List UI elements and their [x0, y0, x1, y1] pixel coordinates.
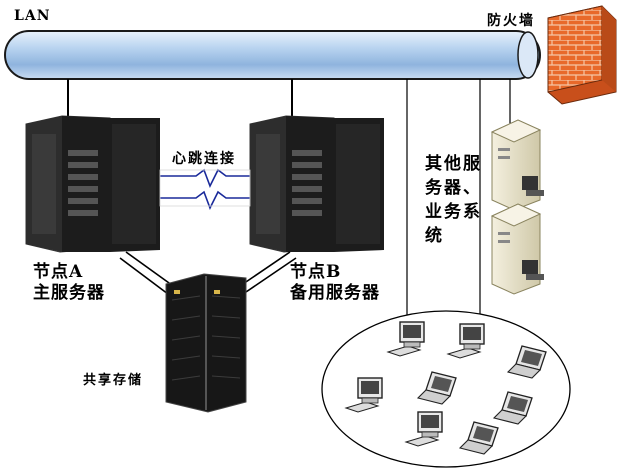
- storage-links: [119, 251, 297, 295]
- firewall-label: 防火墙: [487, 13, 535, 29]
- lan-label: LAN: [14, 8, 51, 24]
- tower-server-2: [490, 203, 544, 295]
- client-computers: [344, 321, 547, 455]
- shared-storage-label: 共享存储: [83, 373, 144, 388]
- node-b-role: 备用服务器: [290, 283, 380, 303]
- node-a-label: 节点A 主服务器: [33, 262, 105, 304]
- server-node-a: [25, 115, 160, 253]
- node-b-label: 节点B 备用服务器: [290, 262, 380, 304]
- desktop-computer-icon: [446, 323, 485, 359]
- node-a-role: 主服务器: [33, 283, 105, 303]
- laptop-computer-icon: [492, 391, 533, 425]
- laptop-computer-icon: [416, 371, 457, 405]
- heartbeat-label: 心跳连接: [172, 151, 236, 167]
- firewall-icon: [547, 5, 617, 105]
- other-servers-label: 其他服务器、业务系统: [425, 154, 482, 246]
- desktop-computer-icon: [386, 321, 425, 357]
- laptop-computer-icon: [506, 345, 547, 379]
- shared-storage-cabinet: [165, 273, 247, 413]
- desktop-computer-icon: [404, 411, 443, 447]
- heartbeat-link: [159, 168, 251, 210]
- tower-server-1: [490, 119, 544, 211]
- node-b-name: 节点B: [290, 262, 342, 282]
- laptop-computer-icon: [458, 421, 499, 455]
- lan-bus: [4, 30, 541, 80]
- server-node-b: [249, 115, 384, 253]
- desktop-computer-icon: [344, 377, 383, 413]
- node-a-name: 节点A: [33, 262, 84, 282]
